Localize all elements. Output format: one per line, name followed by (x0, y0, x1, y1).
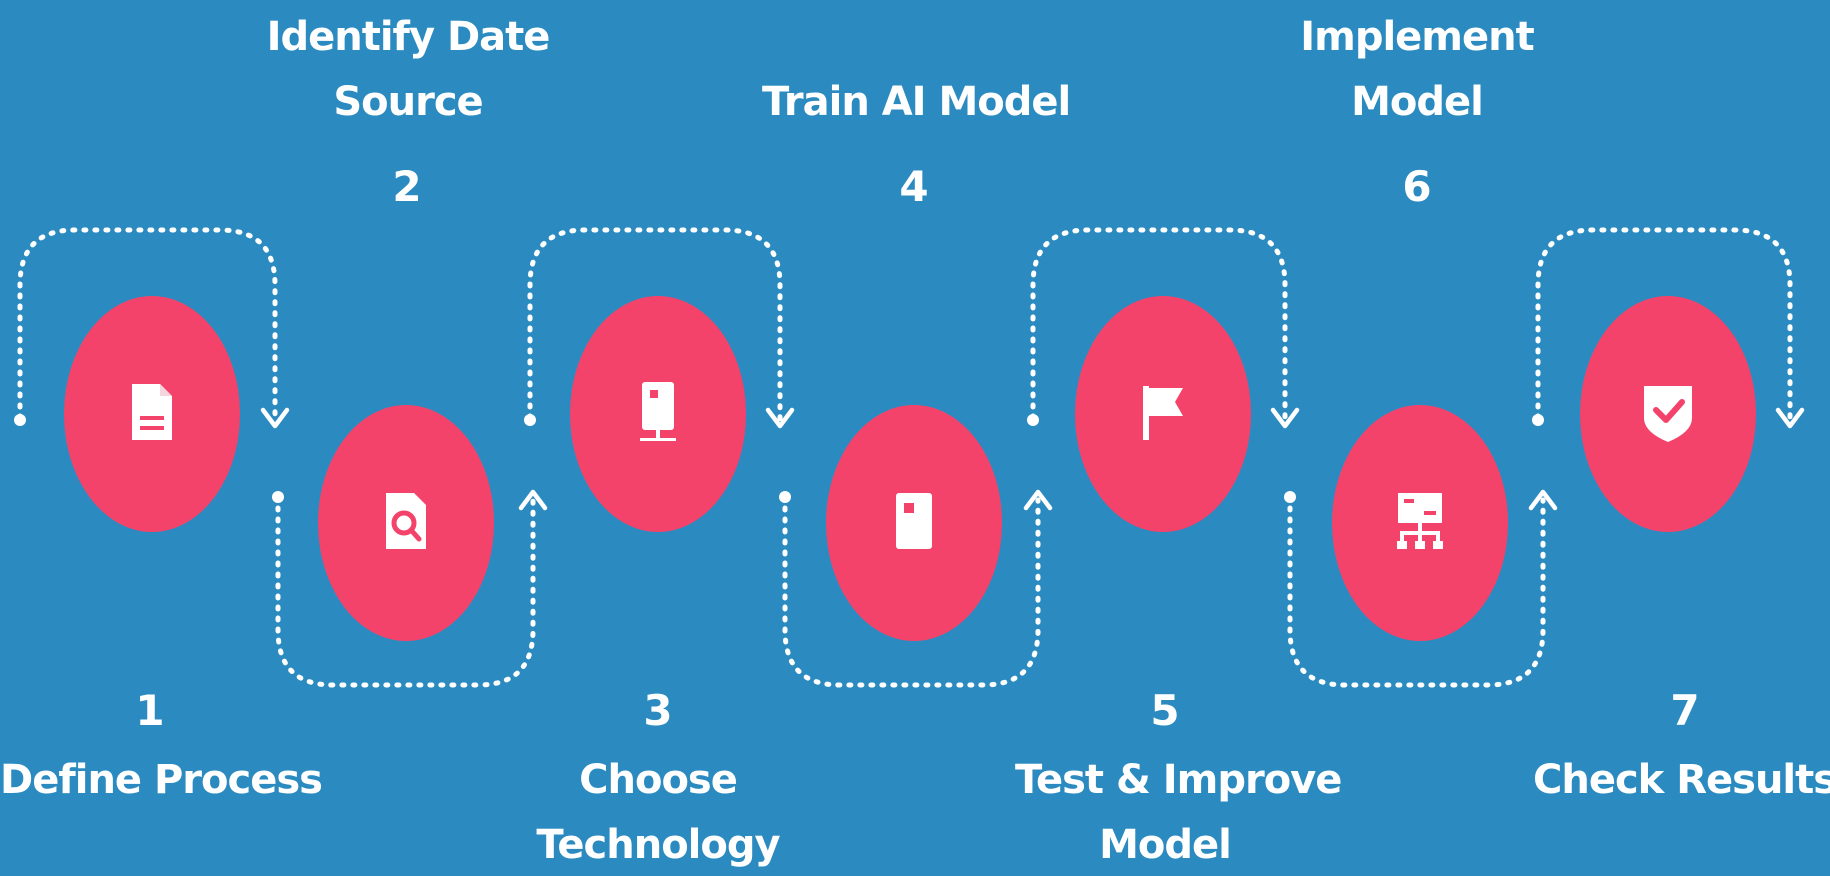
step-6-number: 6 (1402, 162, 1432, 211)
flag-icon (1131, 380, 1195, 448)
shield-check-icon (1636, 380, 1700, 448)
hierarchy-board-icon (1388, 489, 1452, 557)
step-7-number: 7 (1670, 686, 1700, 735)
step-3-label-line2: Technology (536, 822, 780, 868)
lower-arc-2 (275, 494, 536, 688)
step-5-number: 5 (1150, 686, 1180, 735)
step-7-label: Check Results (1533, 757, 1830, 803)
server-icon (626, 380, 690, 448)
upper-arc-5 (1030, 227, 1288, 423)
step-3-label-line1: Choose (579, 757, 738, 803)
file-search-icon (374, 489, 438, 557)
step-6-circle (1332, 405, 1508, 641)
step-1-number: 1 (135, 686, 165, 735)
notebook-icon (882, 489, 946, 557)
step-2-number: 2 (392, 162, 422, 211)
step-1-circle (64, 296, 240, 532)
step-2-label-line2: Source (333, 79, 483, 125)
step-1-label: Define Process (0, 757, 323, 803)
step-6-label-line1: Implement (1300, 14, 1534, 60)
lower-arc-4 (782, 494, 1041, 688)
step-2-label-line1: Identify Date (266, 14, 551, 60)
step-3-circle (570, 296, 746, 532)
upper-arc-1 (17, 227, 278, 423)
step-7-circle (1580, 296, 1756, 532)
step-2-circle (318, 405, 494, 641)
step-4-number: 4 (899, 162, 929, 211)
document-icon (120, 380, 184, 448)
lower-arc-6 (1287, 494, 1546, 688)
step-5-label-line2: Model (1099, 822, 1232, 868)
step-3-number: 3 (643, 686, 673, 735)
step-5-circle (1075, 296, 1251, 532)
upper-arc-7 (1535, 227, 1793, 423)
step-4-circle (826, 405, 1002, 641)
step-6-label-line2: Model (1351, 79, 1484, 125)
step-4-label: Train AI Model (762, 79, 1071, 125)
step-5-label-line1: Test & Improve (1015, 757, 1342, 803)
upper-arc-3 (527, 227, 783, 423)
